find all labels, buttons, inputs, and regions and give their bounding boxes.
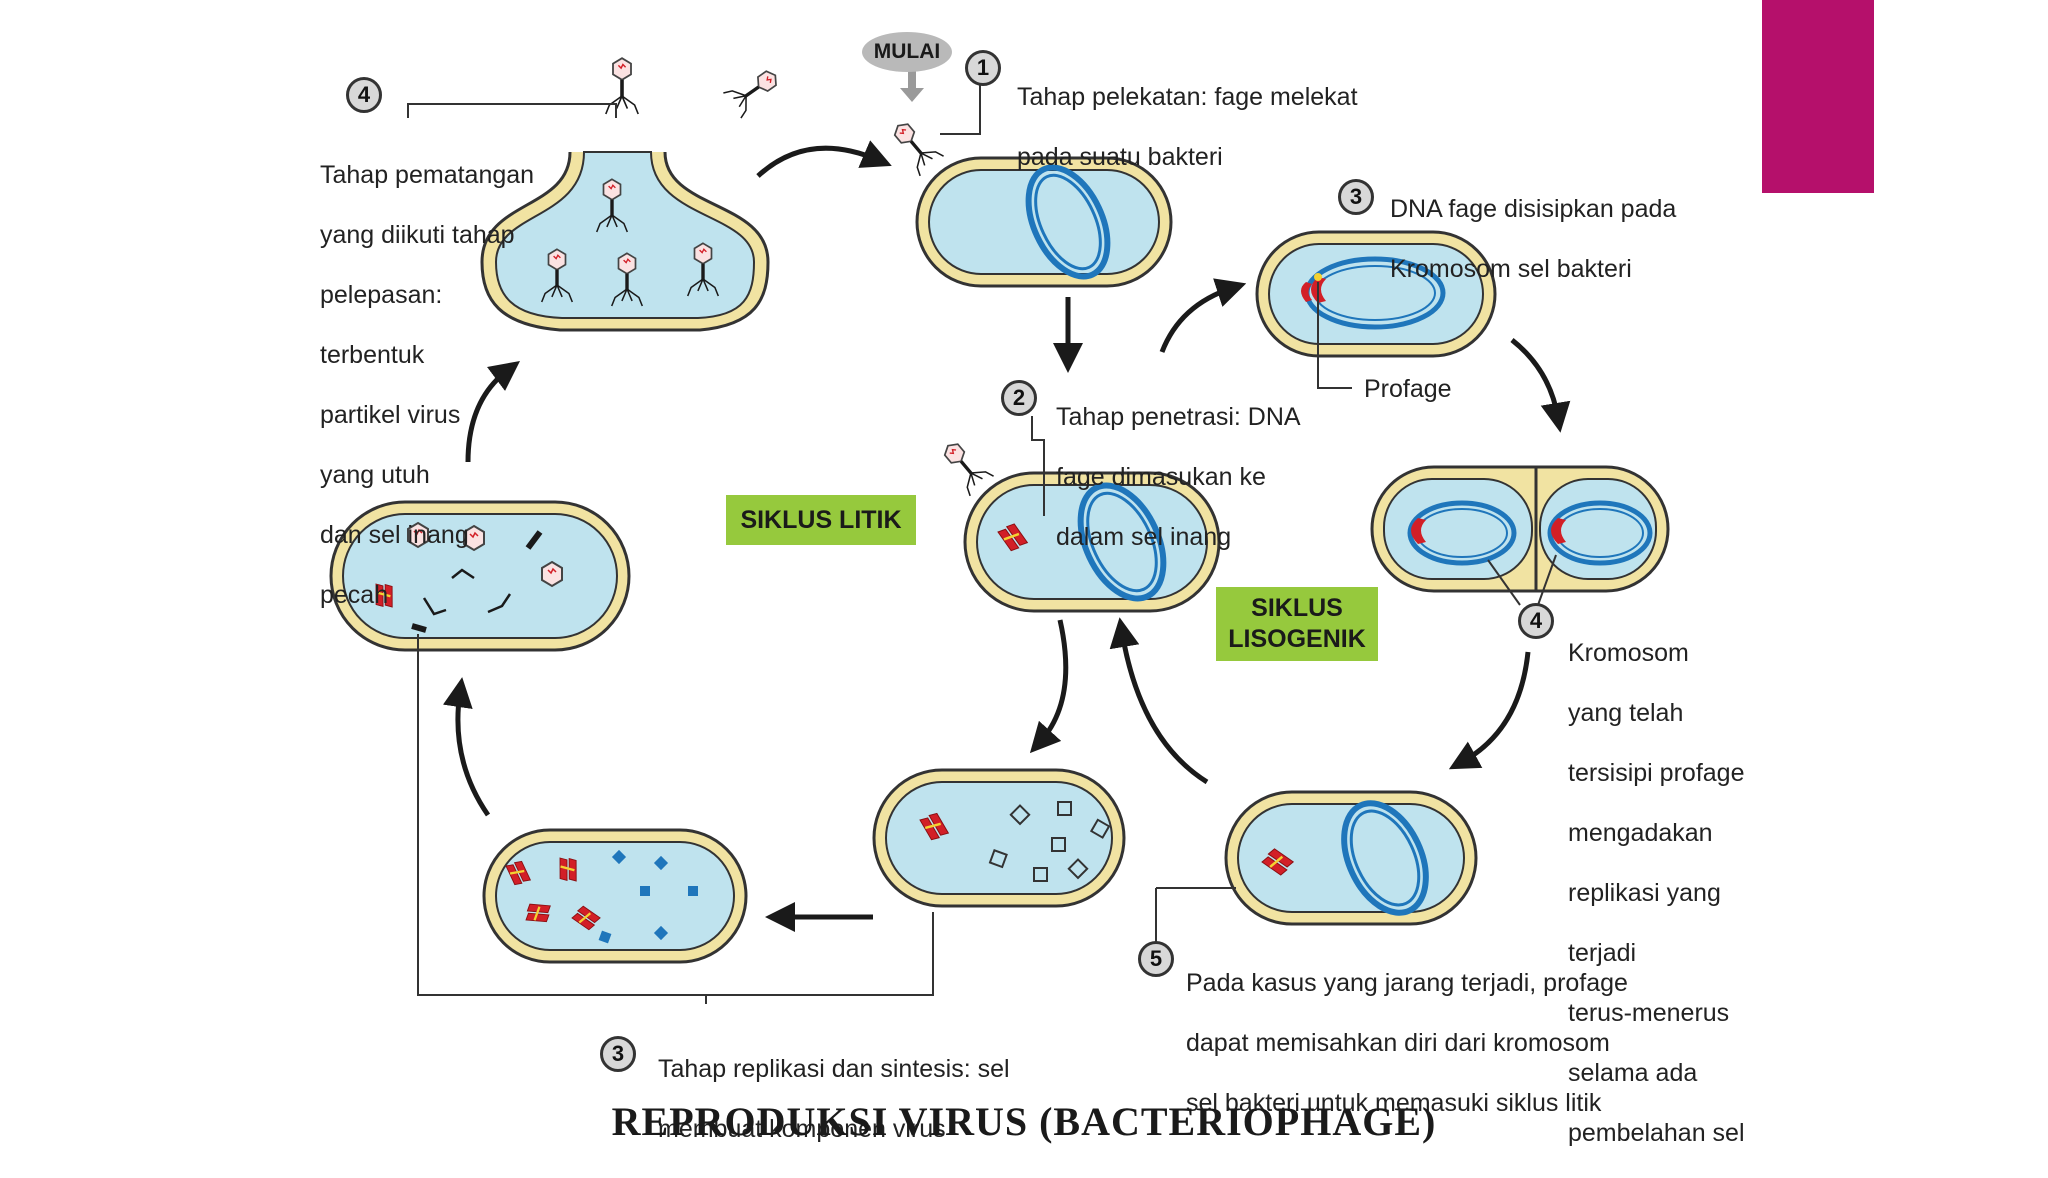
step-marker-mature: 4 — [346, 77, 382, 113]
mature-line: dan sel inang — [320, 521, 469, 549]
lysogenic-cycle-text-2: LISOGENIK — [1228, 625, 1366, 653]
attach-line: Tahap pelekatan: fage melekat — [1017, 83, 1358, 111]
page-title: REPRODUKSI VIRUS (BACTERIOPHAGE) — [611, 1099, 1437, 1144]
arrow-insert-to-divide — [1510, 338, 1571, 433]
replicate-line: membuat komponen virus — [658, 1115, 946, 1143]
arrow-penetrate-to-synthesis — [1029, 619, 1069, 754]
excise-line: sel bakteri untuk memasuki siklus litik — [1186, 1089, 1602, 1117]
arrow-prophage-to-lytic — [1109, 617, 1209, 785]
lysogenic-cycle-box — [1216, 587, 1378, 661]
bursting-cell — [480, 56, 786, 332]
penetrate-line: fage dimasukan ke — [1056, 463, 1266, 491]
replicate-description: Tahap replikasi dan sintesis: sel membua… — [658, 1024, 1010, 1174]
replicate-line: Tahap replikasi dan sintesis: sel — [658, 1055, 1010, 1083]
lytic-cycle-box — [726, 495, 916, 545]
divide-description: Kromosom yang telah tersisipi profage me… — [1568, 608, 1745, 1178]
mature-line: pecah — [320, 581, 389, 609]
mature-description: Tahap pematangan yang diikuti tahap pele… — [320, 130, 534, 640]
lytic-cycle-label: SIKLUS LITIK — [726, 495, 916, 545]
accent-bar — [1762, 0, 1874, 193]
penetrate-line: Tahap penetrasi: DNA — [1056, 403, 1301, 431]
start-arrow — [900, 70, 924, 102]
start-label: MULAI — [862, 32, 952, 72]
penetrate-line: dalam sel inang — [1056, 523, 1232, 551]
penetrate-description: Tahap penetrasi: DNA fage dimasukan ke d… — [1056, 372, 1301, 582]
cell-insertion — [1255, 230, 1497, 358]
lysogenic-cycle-text-1: SIKLUS — [1251, 594, 1343, 622]
cell-penetration — [934, 434, 1221, 613]
divide-line: Kromosom — [1568, 639, 1689, 667]
step-marker-excise: 5 — [1138, 941, 1174, 977]
arrow-parts-to-release — [465, 360, 520, 463]
divide-line: yang telah — [1568, 699, 1684, 727]
mature-line: Tahap pematangan — [320, 161, 535, 189]
cell-prophage — [1224, 790, 1478, 926]
arrow-release-to-attach — [756, 140, 892, 178]
divide-line: terjadi — [1568, 939, 1637, 967]
arrow-assembly-to-parts — [442, 677, 491, 817]
insert-line: Kromosom sel bakteri — [1390, 255, 1632, 283]
excise-line: Pada kasus yang jarang terjadi, profage — [1186, 969, 1628, 997]
excise-line: dapat memisahkan diri dari kromosom — [1186, 1029, 1610, 1057]
cycle-arrows — [442, 140, 1571, 932]
mature-line: yang utuh — [320, 461, 430, 489]
divide-line: mengadakan — [1568, 819, 1713, 847]
mature-line: pelepasan: — [320, 281, 443, 309]
cell-dividing — [1370, 465, 1670, 606]
arrow-divide-to-prophage-cell — [1448, 651, 1531, 770]
divide-line: replikasi yang — [1568, 879, 1721, 907]
step-marker-attach: 1 — [965, 50, 1001, 86]
step-marker-replicate: 3 — [600, 1036, 636, 1072]
cell-synthesis — [872, 768, 1126, 908]
divide-line: selama ada — [1568, 1059, 1698, 1087]
cell-assembly — [329, 500, 631, 652]
step-marker-penetrate: 2 — [1001, 380, 1037, 416]
prophage-label: Profage — [1364, 375, 1452, 403]
lytic-cycle-text: SIKLUS LITIK — [740, 505, 902, 534]
cell-components — [482, 828, 748, 964]
divide-line: pembelahan sel — [1568, 1119, 1745, 1147]
divide-line: tersisipi profage — [1568, 759, 1745, 787]
insert-description: DNA fage disisipkan pada Kromosom sel ba… — [1390, 164, 1676, 314]
step-marker-insert: 3 — [1338, 179, 1374, 215]
step-marker-divide: 4 — [1518, 603, 1554, 639]
divide-line: terus-menerus — [1568, 999, 1730, 1027]
attach-line: pada suatu bakteri — [1017, 143, 1223, 171]
insert-line: DNA fage disisipkan pada — [1390, 195, 1677, 223]
excise-description: Pada kasus yang jarang terjadi, profage … — [1186, 938, 1628, 1148]
mature-line: partikel virus — [320, 401, 461, 429]
mature-line: terbentuk — [320, 341, 425, 369]
arrow-penetrate-to-insert — [1159, 278, 1247, 353]
attach-description: Tahap pelekatan: fage melekat pada suatu… — [1017, 52, 1358, 202]
mature-line: yang diikuti tahap — [320, 221, 515, 249]
virus-reproduction-diagram — [329, 56, 1670, 1004]
cell-attachment — [884, 114, 1173, 288]
lysogenic-cycle-label: SIKLUS LISOGENIK — [1216, 587, 1378, 661]
